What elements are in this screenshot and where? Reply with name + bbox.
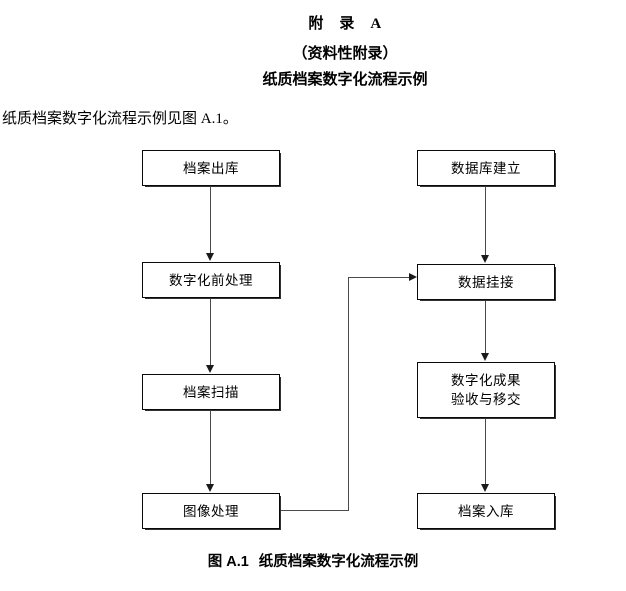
connector-n4-n6-vertical: [348, 277, 350, 511]
connector-n6-n7: [485, 300, 487, 354]
figure-caption-text: 纸质档案数字化流程示例: [258, 554, 419, 570]
flow-node-database-setup[interactable]: 数据库建立: [417, 150, 556, 187]
flow-node-label: 图像处理: [183, 503, 239, 519]
flow-node-data-linking[interactable]: 数据挂接: [417, 264, 556, 301]
connector-n4-n6-bottom: [280, 510, 349, 512]
arrowhead-n3-n4: [206, 484, 214, 492]
arrowhead-n1-n2: [206, 253, 214, 261]
flow-node-archive-checkin[interactable]: 档案入库: [417, 493, 556, 530]
flow-node-label: 数据库建立: [451, 160, 521, 176]
flow-node-image-processing[interactable]: 图像处理: [142, 493, 281, 530]
figure-caption: 图 A.1 纸质档案数字化流程示例: [0, 550, 626, 571]
appendix-title: 附 录 A: [308, 16, 382, 32]
flow-node-label: 数字化成果 验收与移交: [451, 373, 521, 407]
arrowhead-n6-n7: [481, 353, 489, 361]
flow-node-label: 档案扫描: [183, 384, 239, 400]
connector-n4-n6-top: [348, 277, 410, 279]
body-paragraph: 纸质档案数字化流程示例见图 A.1。: [2, 111, 238, 127]
arrowhead-n2-n3: [206, 365, 214, 373]
figure-caption-label: 图 A.1: [207, 554, 249, 570]
arrowhead-n7-n8: [481, 484, 489, 492]
flow-node-pre-digitization[interactable]: 数字化前处理: [142, 262, 281, 299]
arrowhead-n5-n6: [481, 255, 489, 263]
flow-node-acceptance-handover[interactable]: 数字化成果 验收与移交: [417, 362, 556, 419]
appendix-name: 纸质档案数字化流程示例: [262, 71, 428, 88]
flow-node-label: 数字化前处理: [169, 272, 253, 288]
flow-node-archive-scan[interactable]: 档案扫描: [142, 374, 281, 411]
connector-n3-n4: [210, 410, 212, 485]
connector-n7-n8: [485, 418, 487, 485]
connector-n1-n2: [210, 186, 212, 254]
appendix-subtitle: （资料性附录）: [292, 45, 398, 62]
flow-node-label: 档案出库: [183, 160, 239, 176]
flow-node-label: 数据挂接: [458, 274, 514, 290]
flow-node-label: 档案入库: [458, 503, 514, 519]
connector-n5-n6: [485, 186, 487, 256]
flow-node-archive-checkout[interactable]: 档案出库: [142, 150, 281, 187]
arrowhead-n4-n6: [409, 273, 417, 281]
connector-n2-n3: [210, 298, 212, 366]
